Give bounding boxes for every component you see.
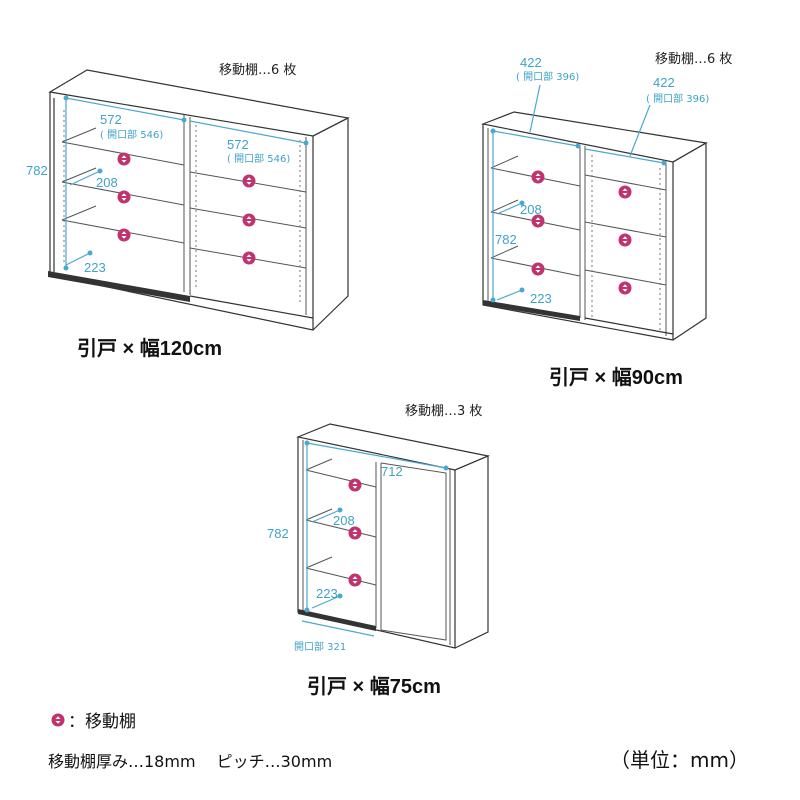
opening-left-dim: ( 開口部 396)	[516, 70, 579, 83]
shelf-marker-icon	[242, 174, 256, 188]
shelf-marker-icon	[242, 251, 256, 265]
shelf-marker-icon	[117, 152, 131, 166]
caption: 引戸 × 幅75cm	[307, 675, 441, 698]
bottom-depth-dim: 223	[84, 260, 106, 275]
shelf-note: 移動棚…6 枚	[219, 63, 296, 78]
cabinet-120: 移動棚…6 枚 782 572 ( 開口部 546) 572 ( 開口部 546…	[26, 63, 350, 360]
opening-left-dim: ( 開口部 546)	[100, 128, 163, 141]
shelf-marker-icon	[51, 713, 65, 727]
shelf-marker-icon	[117, 228, 131, 242]
bottom-depth-dim: 223	[530, 291, 552, 306]
shelf-marker-icon	[618, 281, 632, 295]
width-right-dim: 572	[227, 137, 249, 152]
cabinet-90: 移動棚…6 枚 422 ( 開口部 396) 422 ( 開口部 396) 20…	[480, 52, 732, 389]
caption: 引戸 × 幅120cm	[77, 337, 222, 360]
shelf-marker-icon	[348, 526, 362, 540]
shelf-marker-icon	[117, 190, 131, 204]
legend: ：移動棚 移動棚厚み…18mm ピッチ…30mm （単位：mm）	[48, 712, 749, 772]
shelf-marker-icon	[242, 213, 256, 227]
opening-right-dim: ( 開口部 546)	[227, 152, 290, 165]
shelf-depth-dim: 208	[333, 513, 355, 528]
height-dim: 782	[26, 163, 48, 178]
legend-details: 移動棚厚み…18mm ピッチ…30mm	[48, 752, 332, 771]
width-left-dim: 572	[100, 112, 122, 127]
caption: 引戸 × 幅90cm	[549, 366, 683, 389]
shelf-marker-icon	[618, 233, 632, 247]
opening-dim: 開口部 321	[294, 640, 346, 653]
shelf-marker-icon	[348, 478, 362, 492]
shelf-depth-dim: 208	[520, 202, 542, 217]
legend-movable-shelf: ：移動棚	[68, 712, 136, 732]
cabinet-75: 移動棚…3 枚 712 782 208 223 開口部 321 引戸 × 幅75…	[267, 404, 491, 698]
shelf-marker-icon	[618, 185, 632, 199]
width-dim: 712	[381, 464, 403, 479]
shelf-marker-icon	[531, 262, 545, 276]
bottom-depth-dim: 223	[316, 586, 338, 601]
shelf-note: 移動棚…6 枚	[655, 52, 732, 67]
shelf-note: 移動棚…3 枚	[405, 404, 482, 419]
shelf-marker-icon	[531, 170, 545, 184]
height-dim: 782	[267, 526, 289, 541]
height-dim: 782	[495, 232, 517, 247]
units-label: （単位：mm）	[610, 748, 749, 772]
width-right-dim: 422	[653, 75, 675, 90]
shelf-marker-icon	[348, 573, 362, 587]
opening-right-dim: ( 開口部 396)	[646, 92, 709, 105]
shelf-depth-dim: 208	[96, 175, 118, 190]
width-left-dim: 422	[520, 55, 542, 70]
